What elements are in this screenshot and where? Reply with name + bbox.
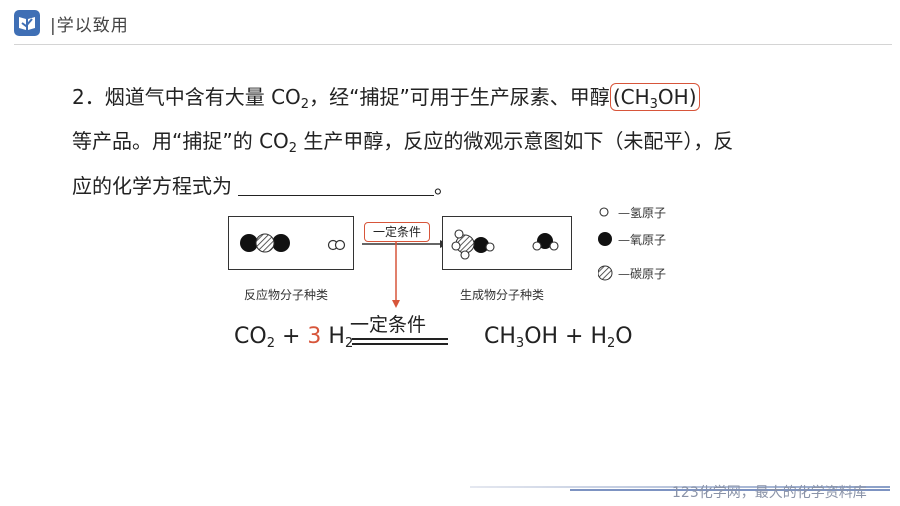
product-caption: 生成物分子种类: [460, 288, 545, 302]
footer-line: [470, 486, 890, 488]
methanol-hydrogen-3: [460, 250, 470, 260]
equals-line-top: [352, 338, 448, 340]
header-divider: [14, 44, 892, 45]
product-box: [442, 216, 572, 270]
equals-line-bottom: [352, 343, 448, 345]
legend-carbon-icon: [598, 265, 613, 281]
legend-hydrogen-icon: [599, 207, 609, 217]
equation-condition: 一定条件: [350, 314, 427, 336]
legend-oxygen-label: —氧原子: [618, 233, 667, 247]
question-line-3: 应的化学方程式为。: [72, 174, 454, 198]
reaction-diagram: 一定条件 反应物分子种类 生成物分子种类: [220, 200, 690, 310]
co2-oxygen-left: [240, 234, 258, 252]
header-title: |学以致用: [50, 16, 129, 36]
footer-watermark: 123化学网，最大的化学资料库: [672, 485, 867, 501]
methanol-hydrogen-2: [451, 241, 461, 251]
answer-blank[interactable]: [238, 175, 434, 196]
h2-coefficient: 3: [307, 324, 322, 349]
condition-box: 一定条件: [364, 222, 430, 242]
legend-oxygen-icon: [598, 232, 612, 246]
reaction-arrows: [362, 240, 448, 308]
water-hydrogen-1: [532, 241, 542, 251]
question-line-2: 等产品。用“捕捉”的 CO2 生产甲醇，反应的微观示意图如下（未配平），反: [72, 129, 734, 156]
methanol-hydrogen-o: [485, 242, 495, 252]
legend-carbon-label: —碳原子: [618, 267, 667, 281]
question-line-1: 2．烟道气中含有大量 CO2，经“捕捉”可用于生产尿素、甲醇(CH3OH): [72, 82, 700, 112]
methanol-hydrogen-1: [454, 229, 464, 239]
h2-hydrogen-2: [334, 239, 346, 251]
book-logo-icon: [14, 10, 40, 36]
product-molecules: [451, 229, 559, 260]
water-hydrogen-2: [549, 241, 559, 251]
header: |学以致用: [0, 0, 900, 46]
co2-carbon: [255, 233, 275, 253]
legend-icons: [598, 207, 613, 281]
methanol-oxygen: [473, 237, 489, 253]
reactant-caption: 反应物分子种类: [244, 288, 329, 302]
chemical-equation: CO2 + 3 H2 一定条件 CH3OH + H2O: [234, 314, 654, 362]
equation-reactants: CO2 + 3 H2: [234, 324, 354, 351]
reactant-box: [228, 216, 354, 270]
co2-oxygen-right: [272, 234, 290, 252]
reactant-molecules: [240, 233, 346, 253]
legend-hydrogen-label: —氢原子: [618, 206, 667, 220]
methanol-highlight-box: (CH3OH): [609, 83, 700, 111]
equation-products: CH3OH + H2O: [484, 324, 633, 351]
footer-line-accent: [570, 489, 890, 491]
